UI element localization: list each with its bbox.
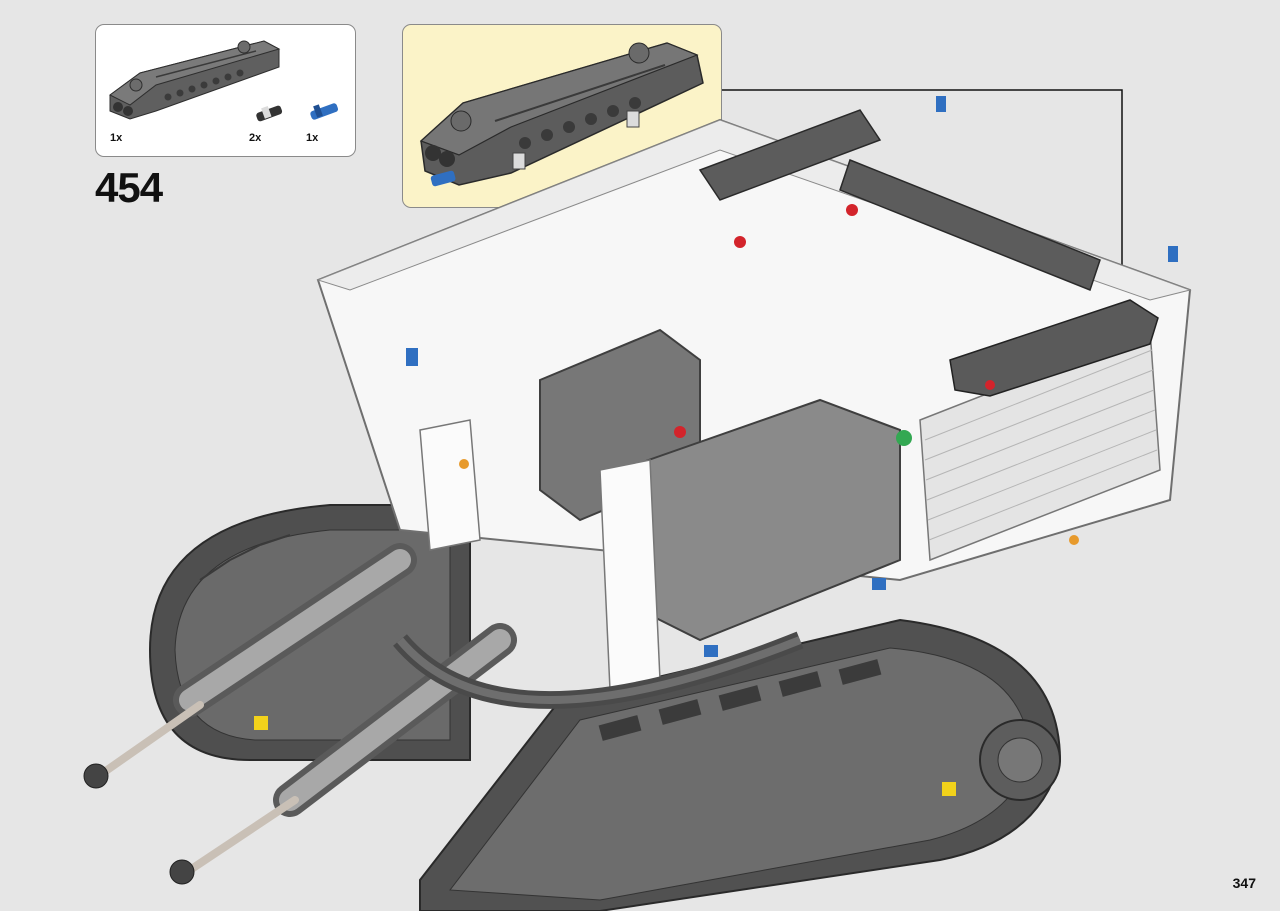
upper-body bbox=[254, 96, 1192, 796]
part-qty-blue-pin: 1x bbox=[306, 132, 319, 144]
part-qty-beam-panel: 1x bbox=[110, 132, 123, 144]
parts-list-illustration bbox=[109, 40, 339, 122]
boom-cylinders bbox=[83, 543, 517, 885]
right-track bbox=[419, 618, 1062, 911]
beam-panel-part-image bbox=[109, 40, 281, 120]
slewing-ring bbox=[393, 631, 804, 709]
accent-parts bbox=[254, 96, 1178, 796]
callout-illustration bbox=[419, 42, 704, 187]
page-number: 347 bbox=[1232, 875, 1256, 891]
friction-pin-part-image bbox=[256, 105, 283, 122]
part-qty-friction-pin: 2x bbox=[249, 132, 262, 144]
parts-list-box: 1x 2x 1x bbox=[95, 24, 356, 157]
blue-pin-part-image bbox=[310, 103, 339, 120]
step-number: 454 bbox=[95, 164, 163, 211]
